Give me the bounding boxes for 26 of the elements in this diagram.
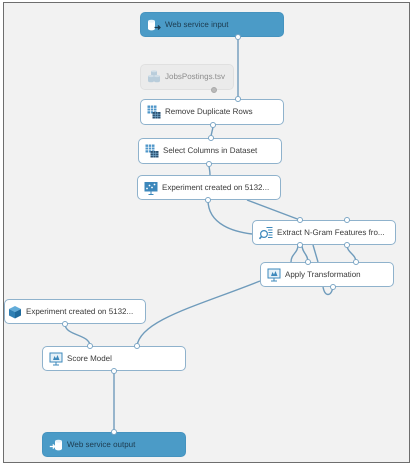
connector-line xyxy=(113,371,115,432)
module-name: Experiment created on 5132... xyxy=(162,182,270,192)
module-name: Web service output xyxy=(67,440,136,450)
module-name: Apply Transformation xyxy=(285,270,361,280)
dataset-module xyxy=(140,64,234,90)
connector-line xyxy=(290,244,299,262)
connector-line xyxy=(312,244,319,262)
module-node xyxy=(137,175,281,200)
module-name: JobsPostings.tsv xyxy=(165,72,226,82)
module-node xyxy=(4,299,146,324)
module-name: Experiment created on 5132... xyxy=(26,306,134,316)
module-name: Web service input xyxy=(165,20,228,30)
module-name: Extract N-Gram Features fro... xyxy=(277,228,385,238)
module-node xyxy=(138,138,282,164)
module-node xyxy=(140,99,284,125)
web-service-module xyxy=(140,12,284,37)
connector-line xyxy=(237,37,239,99)
module-name: Score Model xyxy=(67,354,112,364)
connector-line xyxy=(246,199,300,221)
module-node xyxy=(252,220,396,245)
module-node xyxy=(42,346,186,371)
module-name: Select Columns in Dataset xyxy=(163,146,258,156)
module-node xyxy=(260,262,394,287)
module-name: Remove Duplicate Rows xyxy=(165,107,253,117)
connector-line xyxy=(322,286,334,296)
web-service-module xyxy=(42,432,186,457)
